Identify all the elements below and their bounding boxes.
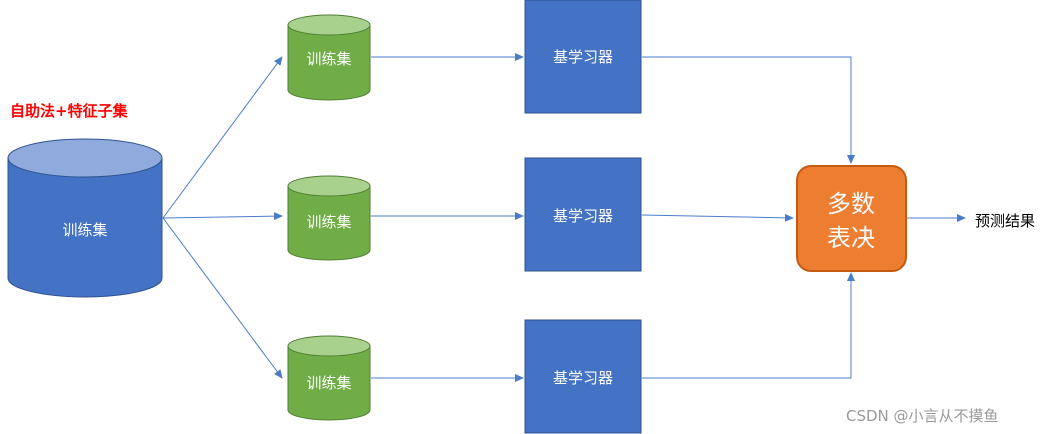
majority-vote-box: 多数 表决: [796, 165, 907, 272]
learner-label: 基学习器: [553, 48, 613, 66]
vote-label-line2: 表决: [827, 224, 875, 252]
split-arrow-top: [162, 56, 283, 219]
vote-arrow-middle: [641, 213, 794, 222]
method-note: 自助法+特征子集: [10, 102, 128, 120]
vote-arrow-bottom: [642, 272, 855, 379]
subset-cylinder: 训练集: [287, 175, 371, 261]
watermark: CSDN @小言从不摸鱼: [846, 407, 999, 425]
prediction-result-label: 预测结果: [975, 212, 1036, 230]
subset-label: 训练集: [306, 374, 351, 392]
split-arrow-bottom: [162, 217, 283, 379]
subset-cylinder: 训练集: [287, 335, 371, 421]
vote-arrows: [641, 56, 855, 379]
learner-label: 基学习器: [553, 369, 613, 387]
main-dataset-label: 训练集: [62, 221, 107, 239]
subset-label: 训练集: [306, 213, 351, 231]
vote-arrow-top: [642, 56, 855, 164]
split-arrow-middle: [162, 212, 283, 221]
learner-box: 基学习器: [524, 319, 642, 434]
learner-label: 基学习器: [553, 207, 613, 225]
split-arrows: [162, 56, 283, 379]
subset-cylinder: 训练集: [287, 14, 371, 101]
learner-box: 基学习器: [524, 157, 642, 272]
main-dataset-cylinder: 训练集: [7, 138, 163, 298]
vote-label-line1: 多数: [827, 190, 875, 218]
train-arrows: [371, 53, 524, 382]
subset-label: 训练集: [306, 50, 351, 68]
learner-box: 基学习器: [524, 0, 642, 114]
